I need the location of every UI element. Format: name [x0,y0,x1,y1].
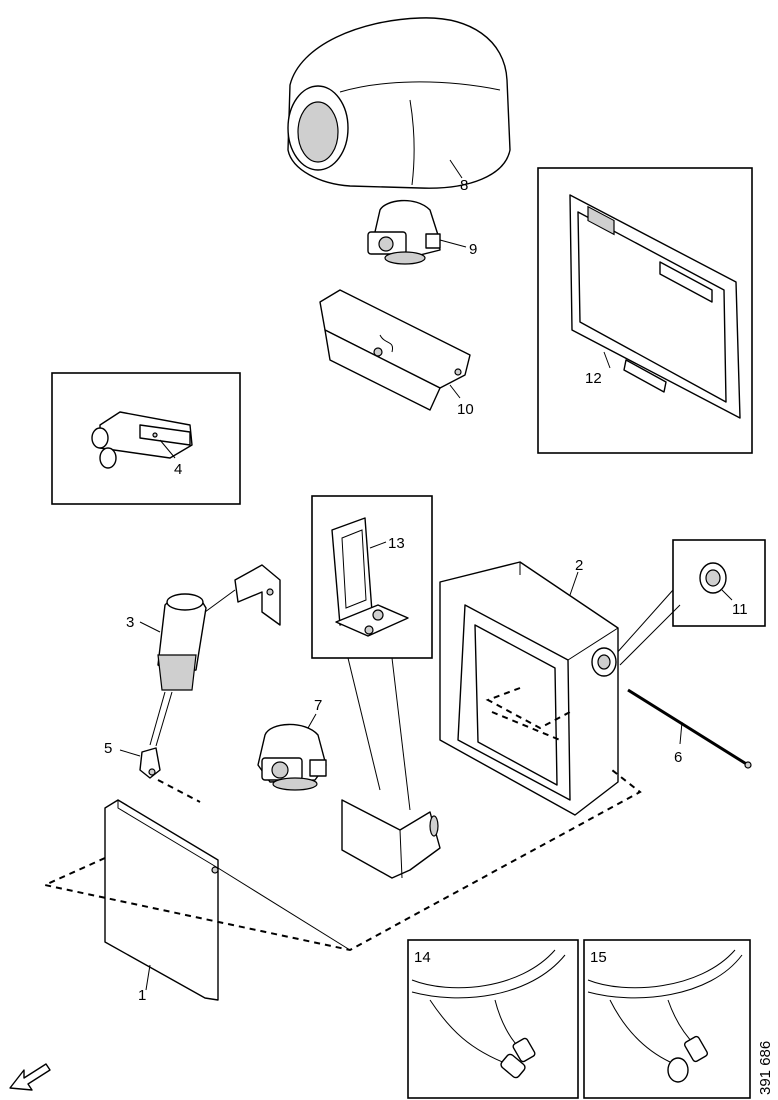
part-6-rod [627,688,752,769]
leader-13-a [347,657,381,791]
label-9: 9 [469,241,477,258]
assembly-dashed-lines [41,687,642,952]
part-8-hood-cover [287,17,511,189]
part-7-camera-unit [257,723,327,791]
reference-number: 391 686 [757,1041,774,1095]
part-15-cable [587,949,743,1083]
small-mounting-bracket [234,564,281,626]
cable-inset-box-15 [583,939,751,1099]
part-2-housing [439,561,619,816]
label-7: 7 [314,697,322,714]
part-11-grommet [699,562,727,594]
part-5-connector [139,747,161,779]
label-12: 12 [585,370,602,387]
leader-13-b [391,657,411,811]
label-13: 13 [388,535,405,552]
cable-inset-box-14 [407,939,579,1099]
part-10-bracket [319,289,471,411]
label-4: 4 [174,461,182,478]
label-8: 8 [460,177,468,194]
label-1: 1 [138,987,146,1004]
part-1-panel [104,799,219,1001]
part-3-actuator [149,593,207,747]
label-5: 5 [104,740,112,757]
part-4-valve [91,411,193,469]
label-10: 10 [457,401,474,418]
label-3: 3 [126,614,134,631]
label-11: 11 [732,601,748,618]
direction-arrow-icon [9,1063,51,1091]
part-13-circuit-board [331,517,409,637]
part-14-cable [411,949,566,1079]
label-15: 15 [590,949,607,966]
label-6: 6 [674,749,682,766]
part-12-monitor [569,194,741,419]
label-2: 2 [575,557,583,574]
l-bracket [341,799,441,879]
part-9-camera-unit [367,199,441,265]
label-14: 14 [414,949,431,966]
